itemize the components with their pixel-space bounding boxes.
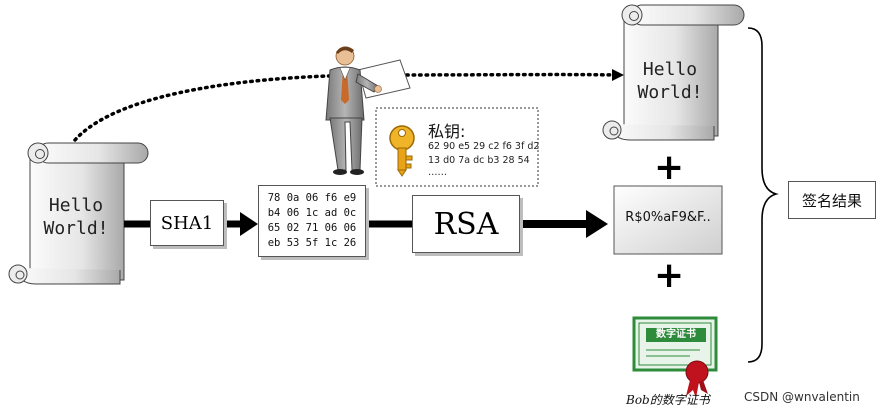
seal-icon bbox=[685, 360, 709, 384]
certificate-caption: Bob的数字证书 bbox=[626, 393, 710, 407]
sha1-box: SHA1 bbox=[150, 200, 224, 246]
digest-line: b4 06 1c ad 0c bbox=[267, 207, 357, 219]
result-box: 签名结果 bbox=[788, 181, 876, 219]
digest-line: eb 53 5f 1c 26 bbox=[267, 237, 357, 249]
key-icon bbox=[389, 125, 415, 177]
signature-text: R$0%aF9&F.. bbox=[625, 210, 711, 225]
input-document-text: Hello World! bbox=[43, 195, 109, 240]
result-brace bbox=[747, 27, 779, 363]
signature-box bbox=[613, 185, 723, 255]
private-key-title: 私钥: bbox=[428, 122, 466, 141]
private-key-line: 62 90 e5 29 c2 f6 3f d2 bbox=[428, 141, 540, 152]
private-key-line: …… bbox=[428, 167, 447, 178]
digest-box: 78 0a 06 f6 e9 b4 06 1c ad 0c 65 02 71 0… bbox=[258, 185, 366, 257]
certificate-icon bbox=[632, 316, 718, 398]
certificate-badge-text: 数字证书 bbox=[646, 328, 706, 342]
output-document-text: Hello World! bbox=[637, 59, 703, 104]
private-key-line: 13 d0 7a dc b3 28 54 bbox=[428, 155, 530, 166]
output-scroll bbox=[602, 4, 745, 141]
businessman-figure bbox=[325, 46, 411, 175]
plus-sign: + bbox=[654, 147, 685, 188]
digest-line: 78 0a 06 f6 e9 bbox=[267, 192, 357, 204]
plus-sign: + bbox=[654, 255, 685, 296]
input-scroll bbox=[8, 142, 149, 285]
result-label: 签名结果 bbox=[801, 191, 862, 210]
dotted-arc-arrowhead bbox=[612, 69, 624, 81]
private-key-hex: 62 90 e5 29 c2 f6 3f d2 13 d0 7a dc b3 2… bbox=[428, 140, 539, 178]
watermark: CSDN @wnvalentin bbox=[744, 390, 860, 404]
digest-line: 65 02 71 06 06 bbox=[267, 222, 357, 234]
digest-hex: 78 0a 06 f6 e9 b4 06 1c ad 0c 65 02 71 0… bbox=[268, 191, 357, 251]
rsa-label: RSA bbox=[433, 206, 499, 242]
sha1-label: SHA1 bbox=[160, 212, 214, 234]
rsa-box: RSA bbox=[412, 195, 520, 253]
